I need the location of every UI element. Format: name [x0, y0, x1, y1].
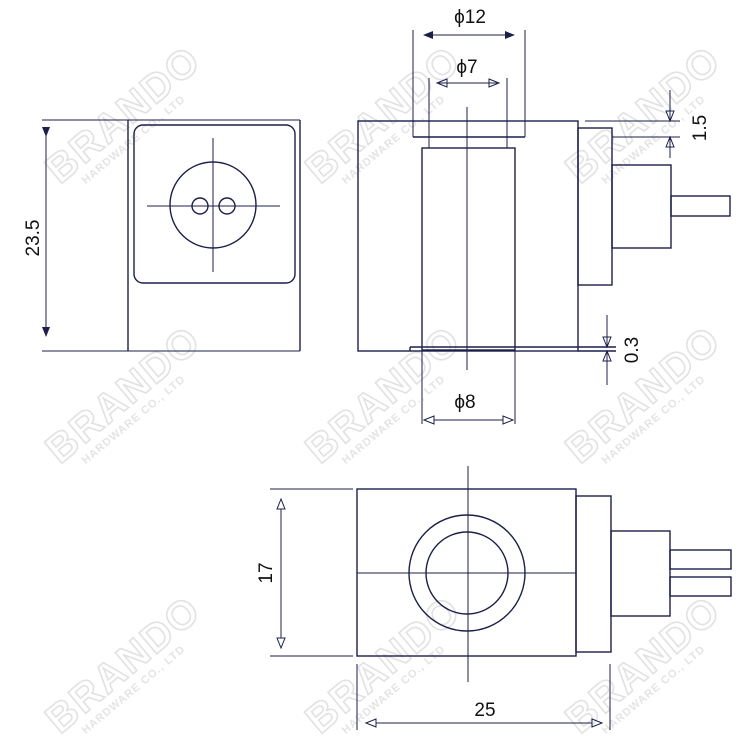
side-section-view: ϕ12 ϕ7 ϕ8 1.5 0.3: [357, 7, 731, 425]
length-label: 25: [474, 700, 495, 721]
bottom-offset-arrow: [602, 315, 612, 385]
watermark-brand: BRANDO: [38, 588, 210, 739]
bottom-offset-label: 0.3: [622, 337, 643, 363]
outer-diameter-label: ϕ12: [454, 7, 486, 28]
connector-face: [133, 124, 296, 284]
width-label: 17: [256, 562, 277, 583]
bore-tube: [421, 147, 516, 351]
terminal-pin: [670, 195, 731, 217]
bore-diameter-arrow: [422, 415, 515, 425]
top-view: 17 25: [256, 466, 732, 730]
width-arrow: [276, 497, 286, 650]
inner-diameter-label: ϕ7: [456, 57, 477, 78]
watermark-brand: BRANDO: [298, 318, 470, 472]
watermark-brand: BRANDO: [558, 318, 730, 472]
end-view: 23.5: [23, 119, 301, 352]
top-offset-arrow: [665, 90, 675, 158]
watermark-brand: BRANDO: [38, 318, 210, 472]
watermark-brand: BRANDO: [298, 38, 470, 192]
height-label: 23.5: [23, 220, 44, 257]
bore-diameter-label: ϕ8: [454, 392, 475, 413]
terminal-pin: [669, 576, 732, 597]
watermark-brand: BRANDO: [38, 38, 210, 192]
length-arrow: [364, 718, 604, 728]
top-offset-label: 1.5: [690, 115, 711, 141]
watermark-brand: BRANDO: [298, 588, 470, 739]
terminal-pin: [669, 549, 732, 570]
connector-body: [611, 164, 672, 249]
watermark-brand: BRANDO: [558, 38, 730, 192]
inner-diameter-arrow: [435, 78, 501, 88]
watermark-brand: BRANDO: [558, 588, 730, 739]
